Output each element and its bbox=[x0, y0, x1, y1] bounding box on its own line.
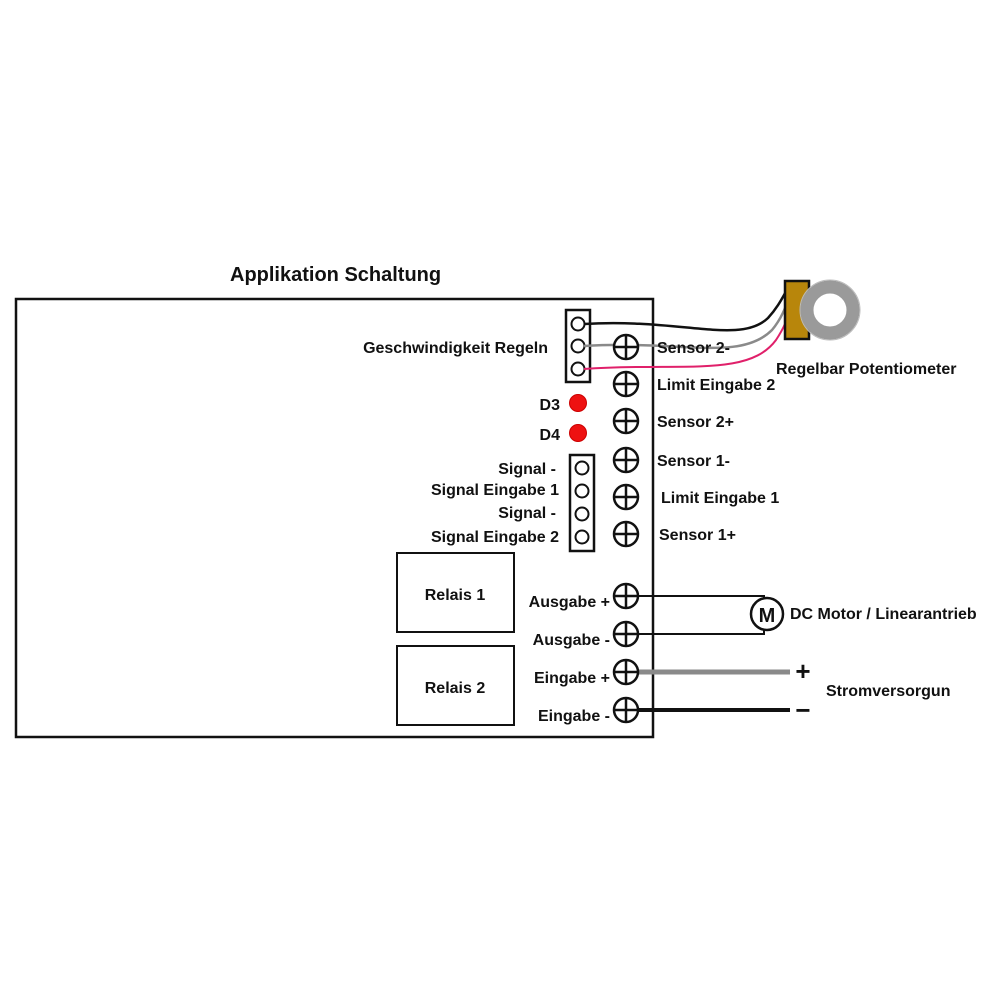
potentiometer-knob bbox=[800, 280, 860, 340]
eingabe-terminal bbox=[612, 696, 640, 724]
speed-header-label: Geschwindigkeit Regeln bbox=[363, 340, 548, 357]
signal-label-4: Signal Eingabe 2 bbox=[431, 529, 559, 546]
terminal-block: Sensor 2- Limit Eingabe 2 Sensor 2+ Sensor … bbox=[529, 333, 779, 725]
motor-wire-minus bbox=[626, 628, 765, 635]
sensor-1-label: Sensor 1- bbox=[657, 453, 730, 470]
relay-2 bbox=[396, 645, 515, 726]
led-d4-label: D4 bbox=[540, 427, 561, 444]
sensor-1-terminal bbox=[612, 446, 640, 474]
sensor-2-terminal bbox=[612, 407, 640, 435]
limit-eingabe-1-label: Limit Eingabe 1 bbox=[661, 490, 779, 507]
diagram-title: Applikation Schaltung bbox=[230, 264, 441, 286]
pot-wire-black bbox=[583, 284, 792, 332]
signal-header-pin-2 bbox=[574, 483, 590, 499]
speed-header-pin-2 bbox=[570, 338, 586, 354]
motor-symbol: M bbox=[759, 605, 776, 627]
power-plus-sign: + bbox=[795, 656, 810, 686]
power-supply-label: Stromversorgun bbox=[826, 683, 950, 700]
sensor-1-terminal bbox=[612, 520, 640, 548]
eingabe-label: Eingabe + bbox=[534, 670, 610, 687]
limit-eingabe-1-terminal bbox=[612, 483, 640, 511]
potentiometer-label: Regelbar Potentiometer bbox=[776, 361, 956, 378]
led-d3-label: D3 bbox=[540, 397, 561, 414]
eingabe-terminal bbox=[612, 658, 640, 686]
relay-2-label: Relais 2 bbox=[425, 680, 486, 697]
ausgabe-label: Ausgabe + bbox=[529, 594, 610, 611]
sensor-1-label: Sensor 1+ bbox=[659, 527, 736, 544]
led-d4 bbox=[569, 424, 587, 442]
relay-1-label: Relais 1 bbox=[425, 587, 486, 604]
led-d3 bbox=[569, 394, 587, 412]
ausgabe-terminal bbox=[612, 582, 640, 610]
ausgabe-label: Ausgabe - bbox=[533, 632, 610, 649]
potentiometer-knob-rim bbox=[799, 279, 861, 341]
sensor-2-label: Sensor 2+ bbox=[657, 414, 734, 431]
limit-eingabe-2-terminal bbox=[612, 370, 640, 398]
eingabe-label: Eingabe - bbox=[538, 708, 610, 725]
motor-wire-plus bbox=[626, 595, 765, 602]
signal-header-pin-1 bbox=[574, 460, 590, 476]
power-minus-sign: − bbox=[795, 695, 810, 725]
dc-motor bbox=[749, 596, 785, 632]
sensor-2-label: Sensor 2- bbox=[657, 340, 730, 357]
motor-label: DC Motor / Linearantrieb bbox=[790, 606, 977, 623]
ausgabe-terminal bbox=[612, 620, 640, 648]
signal-label-1: Signal - bbox=[498, 461, 556, 478]
speed-header-pin-3 bbox=[570, 361, 586, 377]
signal-label-3: Signal - bbox=[498, 505, 556, 522]
speed-header-pin-1 bbox=[570, 316, 586, 332]
signal-header-pin-4 bbox=[574, 529, 590, 545]
signal-header-pin-3 bbox=[574, 506, 590, 522]
signal-label-2: Signal Eingabe 1 bbox=[431, 482, 559, 499]
relay-1 bbox=[396, 552, 515, 633]
sensor-2-terminal bbox=[612, 333, 640, 361]
controller-board bbox=[14, 297, 655, 739]
limit-eingabe-2-label: Limit Eingabe 2 bbox=[657, 377, 775, 394]
